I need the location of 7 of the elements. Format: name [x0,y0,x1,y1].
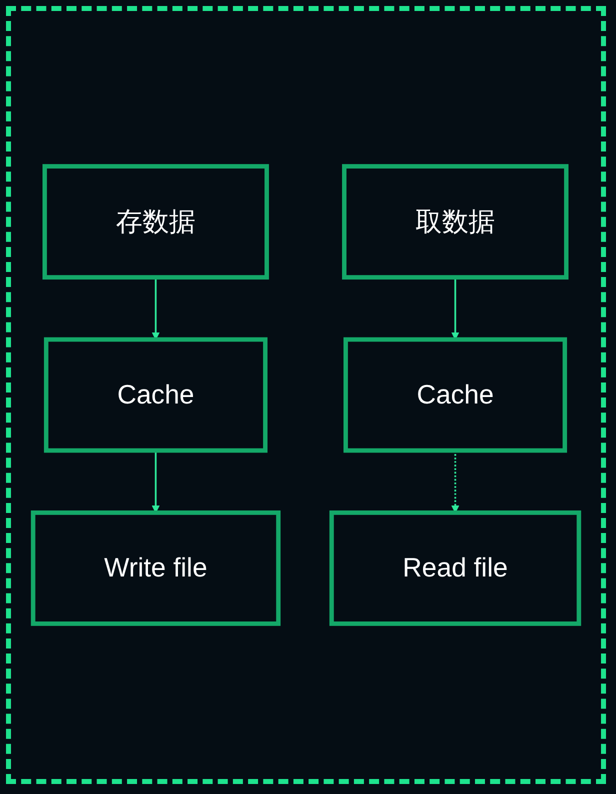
dashed-frame: 存数据 取数据 Cache Cache Write file Read file [6,6,606,784]
node-box [343,337,568,453]
node-box [342,164,568,280]
node-box [44,337,268,453]
node-box [42,164,269,280]
node-box [329,510,582,626]
node-box [30,510,281,626]
